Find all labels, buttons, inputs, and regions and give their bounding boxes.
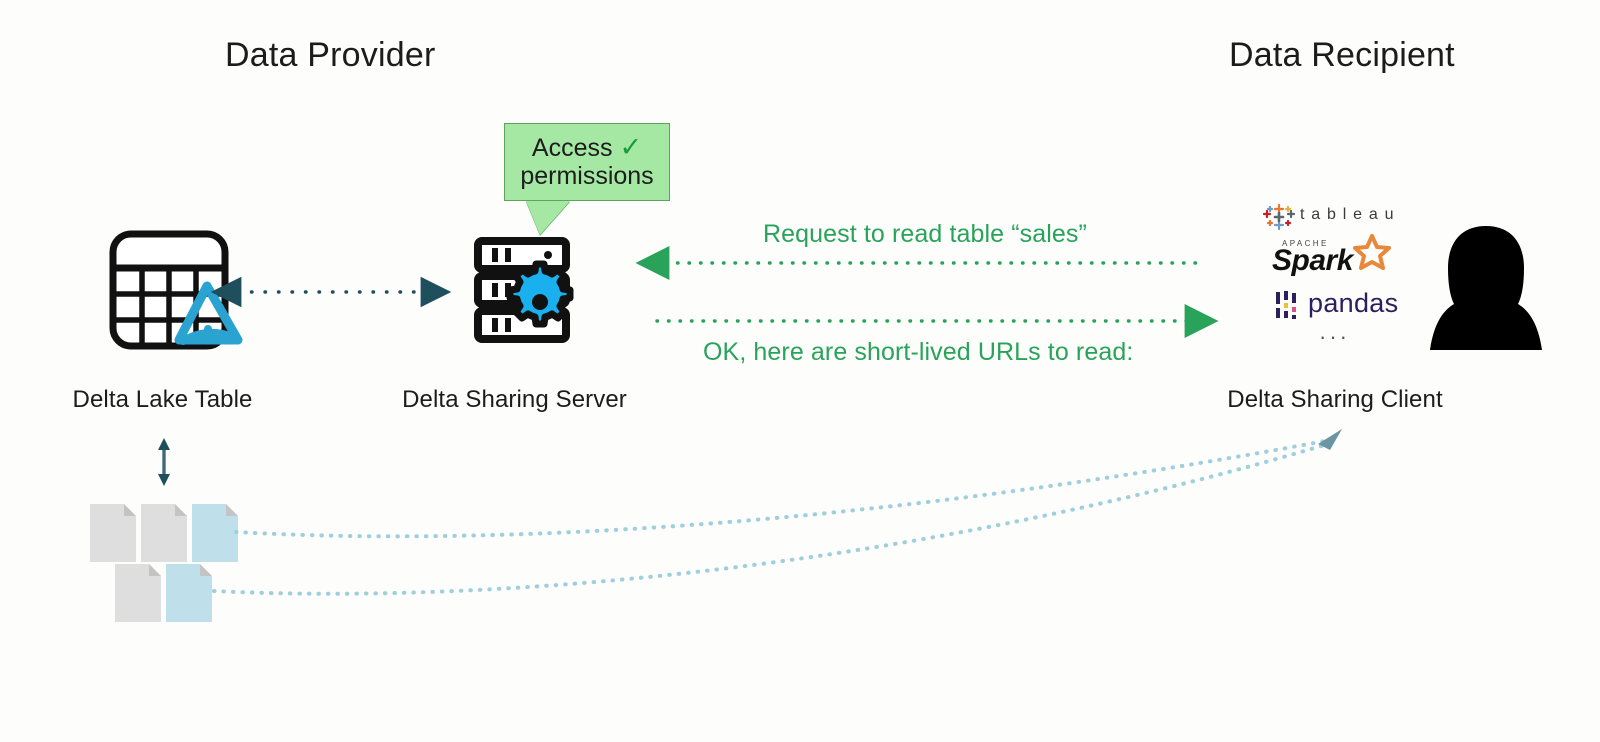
column-title-data-provider: Data Provider bbox=[225, 36, 436, 74]
access-permissions-bubble: Access ✓ permissions bbox=[504, 123, 670, 236]
table-server-link bbox=[210, 276, 452, 308]
gear-icon bbox=[506, 260, 574, 328]
spark-star-icon bbox=[1353, 234, 1391, 270]
bubble-body: Access ✓ permissions bbox=[504, 123, 670, 202]
file-url-curve-1 bbox=[234, 439, 1327, 539]
flow-arrow-response bbox=[655, 304, 1219, 338]
node-label-delta-sharing-server: Delta Sharing Server bbox=[402, 386, 627, 413]
more-clients-ellipsis: ··· bbox=[1319, 324, 1350, 349]
file-icon-2 bbox=[141, 504, 187, 562]
apache-spark-logo: APACHE Spark bbox=[1262, 234, 1412, 280]
node-label-delta-lake-table: Delta Lake Table bbox=[72, 386, 253, 413]
delta-logo-icon bbox=[174, 281, 243, 345]
tableau-mark-icon bbox=[1262, 203, 1296, 231]
check-icon: ✓ bbox=[619, 132, 643, 162]
pandas-logo: pandas bbox=[1262, 288, 1412, 322]
user-avatar bbox=[1430, 226, 1542, 350]
tableau-wordmark: t a b l e a u bbox=[1300, 206, 1395, 223]
file-icon-group-row2 bbox=[115, 564, 212, 622]
bubble-line-1: Access ✓ bbox=[519, 132, 655, 162]
column-title-data-recipient: Data Recipient bbox=[1229, 36, 1455, 74]
client-logos-group: t a b l e a u APACHE Spark pandas bbox=[1262, 200, 1412, 350]
flow-label-request: Request to read table “sales” bbox=[763, 220, 1087, 248]
tableau-logo: t a b l e a u bbox=[1262, 200, 1412, 234]
file-icon-5 bbox=[166, 564, 212, 622]
pandas-mark-icon bbox=[1276, 291, 1296, 319]
bubble-tail bbox=[526, 201, 570, 236]
flow-arrow-request bbox=[635, 246, 1199, 280]
spark-apache-text: APACHE bbox=[1282, 239, 1329, 248]
file-icon-1 bbox=[90, 504, 136, 562]
file-url-curve-2 bbox=[212, 442, 1330, 596]
table-files-link bbox=[158, 438, 170, 486]
file-icon-4 bbox=[115, 564, 161, 622]
pandas-wordmark: pandas bbox=[1308, 288, 1399, 318]
file-url-curve-arrowhead bbox=[1318, 429, 1342, 450]
bubble-line-2: permissions bbox=[520, 162, 654, 191]
server-gear-icon bbox=[474, 237, 574, 343]
spark-wordmark: Spark bbox=[1272, 244, 1353, 277]
table-icon bbox=[109, 230, 243, 350]
bubble-text-access: Access bbox=[531, 134, 613, 162]
file-icon-3 bbox=[192, 504, 238, 562]
node-label-delta-sharing-client: Delta Sharing Client bbox=[1227, 386, 1443, 413]
flow-label-response: OK, here are short-lived URLs to read: bbox=[703, 338, 1134, 366]
